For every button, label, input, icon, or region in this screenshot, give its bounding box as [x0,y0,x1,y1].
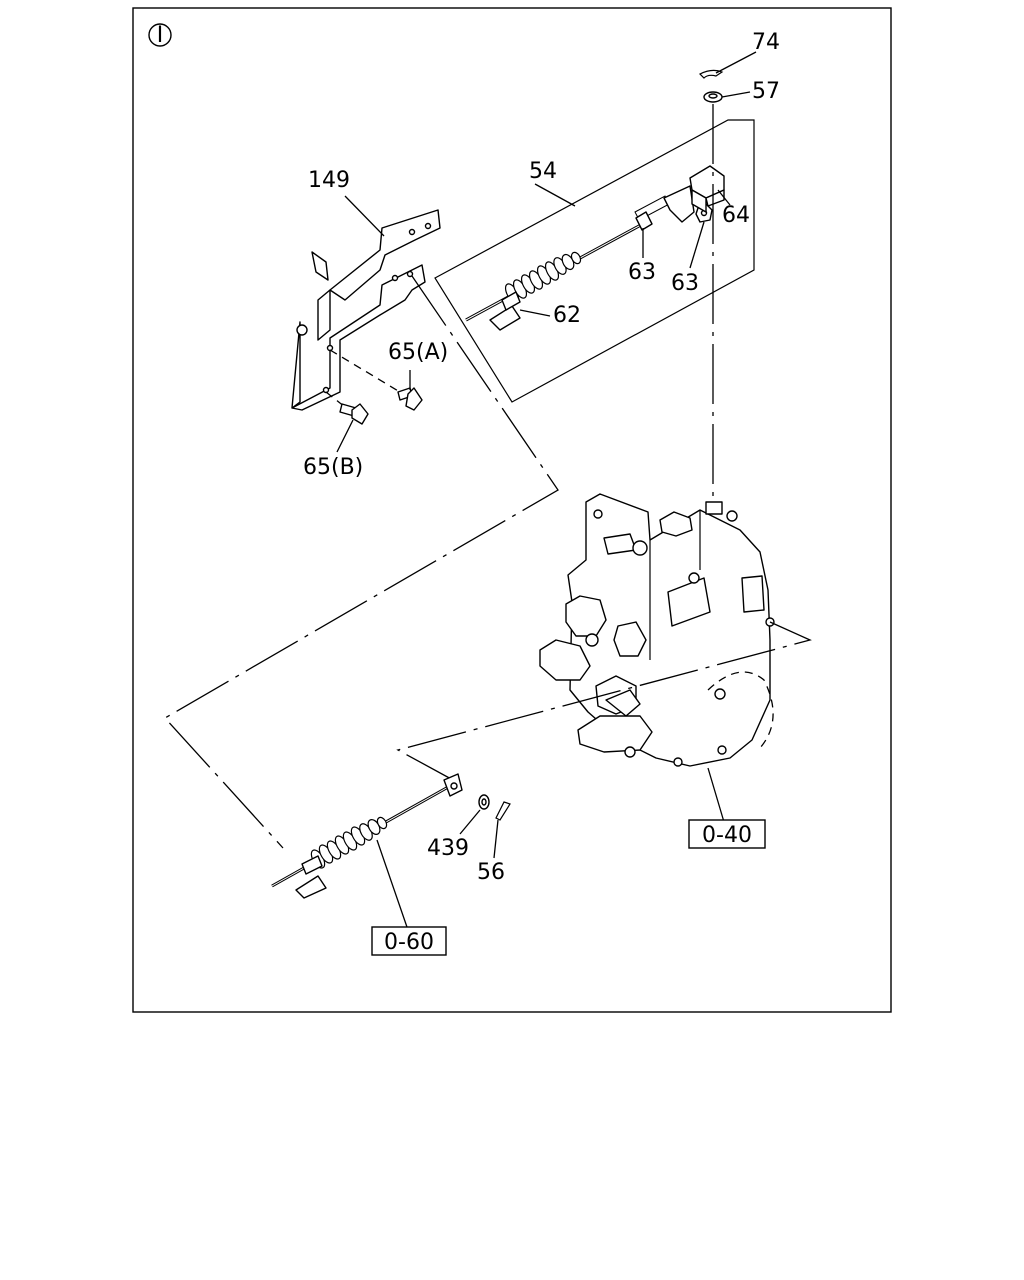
svg-text:I: I [157,23,164,48]
label-64: 64 [722,203,750,228]
upper-cable [465,185,695,331]
group-box-54 [434,119,755,403]
bracket-64 [689,165,725,213]
label-56: 56 [477,860,505,885]
svg-text:0-60: 0-60 [384,930,434,955]
nut-57 [703,91,723,103]
label-74: 74 [752,30,780,55]
label-63a: 63 [628,260,656,285]
transmission-housing [539,493,775,767]
section-symbol: I [148,23,172,48]
svg-text:0-40: 0-40 [702,823,752,848]
ref-box-0-40: 0-40 [688,819,766,849]
bracket-149 [291,209,441,411]
label-57: 57 [752,79,780,104]
bolt-65b [339,403,369,425]
label-439: 439 [427,836,469,861]
label-54: 54 [529,159,557,184]
bolt-65a [397,387,423,411]
pin-56 [495,801,511,821]
ref-box-0-60: 0-60 [371,926,447,956]
label-63b: 63 [671,271,699,296]
label-149: 149 [308,168,350,193]
label-65b: 65(B) [303,455,363,480]
lower-cable [271,773,463,899]
label-65a: 65(A) [388,340,448,365]
washer-439 [478,794,490,810]
clip-74 [698,69,724,79]
diagram-frame [132,7,892,1013]
label-62: 62 [553,303,581,328]
